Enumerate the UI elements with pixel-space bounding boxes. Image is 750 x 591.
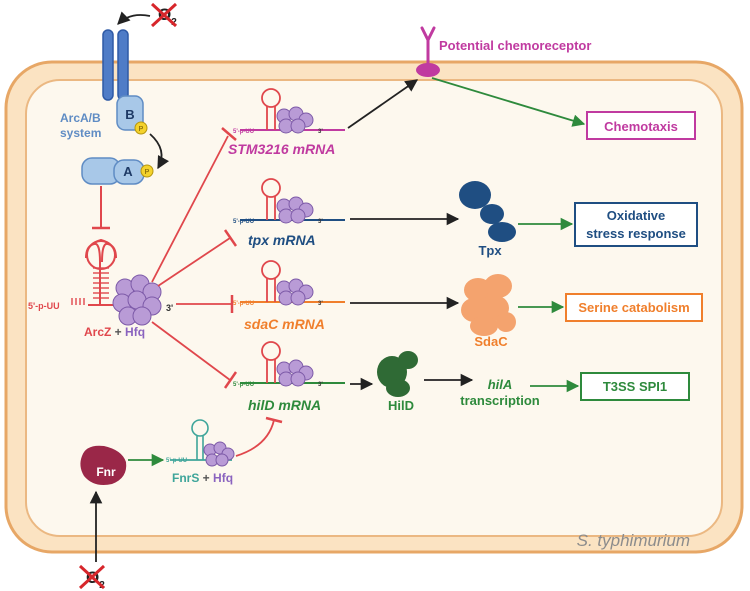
hild-protein-label: HilD [388, 398, 414, 413]
arcz-represses-sdac [176, 295, 234, 313]
tpx-mrna-icon: 5'-p-UU 3' [233, 178, 345, 225]
arca-label: A [123, 164, 133, 179]
fnrs-hfq-icon [203, 441, 235, 467]
fnrs-hfq-label: FnrS + Hfq [172, 471, 233, 485]
arcz-represses-hild [151, 321, 238, 389]
hila-gene-label: hilA [488, 377, 513, 392]
sdac-mrna-icon: 5'-p-UU 3' [233, 260, 345, 307]
arc-system-label-2: system [60, 126, 101, 140]
oxygen-bottom-icon: O2 [78, 564, 105, 591]
arcb-phosphate-label: P [139, 126, 144, 133]
arca-regulator-icon [81, 157, 154, 185]
oxidative-label-1: Oxidative [607, 208, 666, 223]
svg-text:5'-p-UU: 5'-p-UU [233, 301, 254, 307]
svg-text:5'-p-UU: 5'-p-UU [233, 219, 254, 225]
chemotaxis-label: Chemotaxis [604, 119, 678, 134]
chemoreceptor-label: Potential chemoreceptor [439, 38, 591, 53]
arcb-sensor-icon [102, 29, 148, 135]
arcz-3prime: 3' [166, 303, 173, 313]
arcb-label: B [125, 107, 134, 122]
arcb-to-arca-arrow [149, 133, 170, 170]
svg-text:3': 3' [318, 301, 323, 307]
organism-label: S. typhimurium [577, 531, 690, 550]
hild-protein-icon [377, 351, 418, 397]
svg-text:3': 3' [318, 219, 323, 225]
serine-box [565, 293, 703, 322]
arcz-represses-tpx [157, 229, 238, 287]
fnrs-5prime-seq: 5'-p-UU [166, 458, 187, 464]
t3ss-box [580, 372, 690, 401]
stm3216-to-receptor-arrow [347, 79, 419, 129]
t3ss-label: T3SS SPI1 [603, 379, 667, 394]
cell-cytoplasm [25, 79, 723, 537]
svg-text:5'-p-UU: 5'-p-UU [233, 129, 254, 135]
arca-inhibits-arcz [92, 186, 110, 230]
tpx-mrna-label: tpx mRNA [248, 232, 316, 248]
tpx-protein-icon [459, 181, 516, 242]
hild-mrna-icon: 5'-p-UU 3' [233, 341, 345, 388]
arcz-hfq-icon [112, 274, 162, 326]
oxidative-box [574, 202, 698, 247]
serine-label: Serine catabolism [578, 300, 689, 315]
sdac-protein-label: SdaC [474, 334, 508, 349]
stm3216-mrna-icon: 5'-p-UU 3' [233, 88, 345, 135]
sdac-protein-icon [461, 274, 516, 336]
hild-mrna-label: hilD mRNA [248, 397, 321, 413]
receptor-to-chemotaxis-arrow [431, 77, 586, 127]
tpx-protein-label: Tpx [478, 243, 502, 258]
arcz-represses-stm3216 [151, 127, 237, 283]
hila-transcription-label: transcription [460, 393, 540, 408]
arca-phosphate-label: P [145, 169, 150, 176]
o2-to-arcb-arrow [117, 11, 151, 25]
fnr-protein-icon [80, 445, 127, 485]
stm3216-mrna-label: STM3216 mRNA [228, 141, 335, 157]
arcz-hfq-label: ArcZ + Hfq [84, 325, 145, 339]
oxygen-top-icon: O2 [150, 2, 177, 28]
chemoreceptor-icon [416, 26, 440, 77]
oxidative-label-2: stress response [586, 226, 686, 241]
arc-system-label-1: ArcA/B [60, 111, 101, 125]
chemotaxis-box [586, 111, 696, 140]
svg-text:3': 3' [318, 129, 323, 135]
svg-text:3': 3' [318, 382, 323, 388]
sdac-mrna-label: sdaC mRNA [244, 316, 325, 332]
arcz-5prime-seq: 5'-p-UU [28, 301, 60, 311]
svg-text:5'-p-UU: 5'-p-UU [233, 382, 254, 388]
fnr-label: Fnr [96, 465, 116, 479]
fnrs-represses-hild [235, 416, 283, 457]
